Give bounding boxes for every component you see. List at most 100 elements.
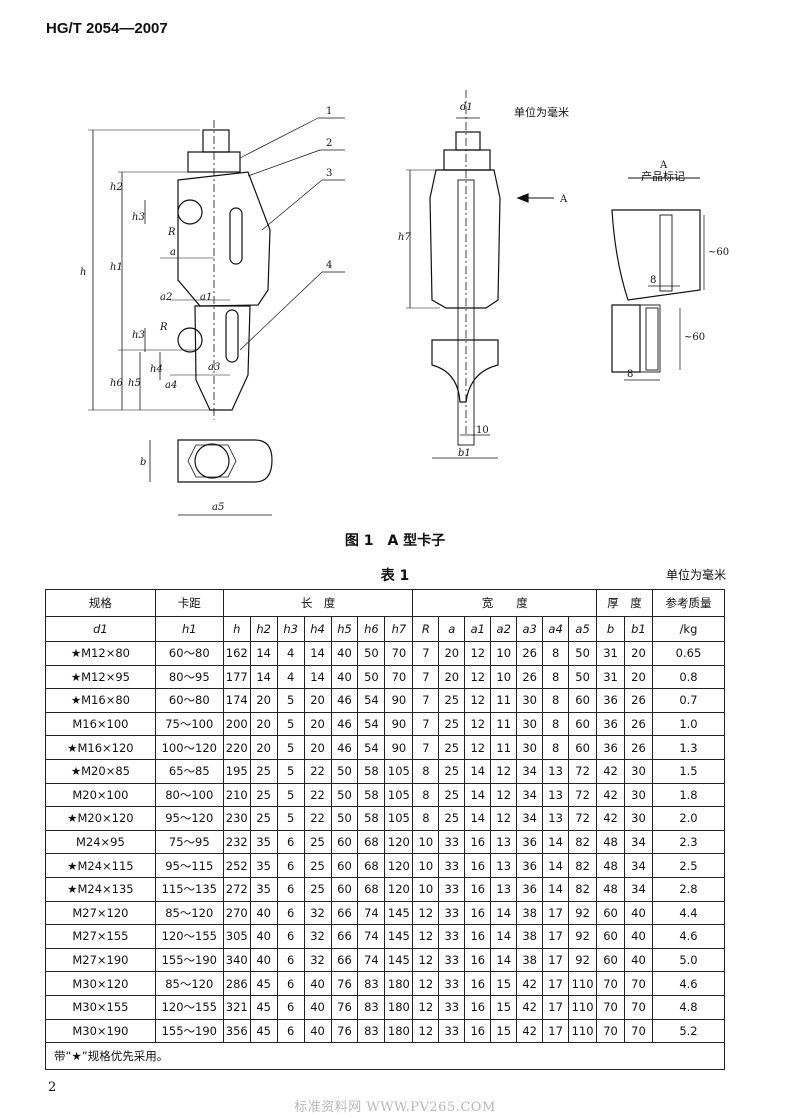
- table-cell: 10: [490, 664, 518, 690]
- table-cell: 5.0: [651, 947, 726, 973]
- table-cell: 74: [357, 900, 386, 926]
- table-cell: 50: [568, 664, 598, 690]
- table-cell: 16: [464, 876, 492, 902]
- table-cell: 13: [542, 806, 570, 831]
- table-cell: 95～120: [154, 806, 224, 831]
- table-cell: 14: [464, 758, 492, 784]
- product-mark-label: 产品标记: [641, 170, 685, 183]
- table-cell: 31: [596, 641, 626, 666]
- label-b: b: [140, 457, 146, 468]
- table-cell: 45: [249, 1018, 278, 1044]
- table-cell: 7: [412, 688, 440, 713]
- table-cell: 20: [303, 735, 332, 760]
- table-cell: 162: [222, 641, 251, 666]
- table-cell: 46: [330, 735, 359, 760]
- table-cell: 12: [412, 947, 440, 973]
- label-r-bottom: R: [159, 322, 168, 333]
- part-number-1: 1: [326, 106, 332, 117]
- table-cell: 6: [276, 994, 305, 1020]
- table-cell: 85～120: [154, 971, 224, 996]
- mark-slot-lower: [645, 307, 659, 371]
- table-cell: 6: [276, 876, 305, 902]
- table-cell: 13: [490, 876, 518, 902]
- label-h5: h5: [128, 378, 141, 389]
- arrow-a-label: A: [559, 194, 568, 205]
- table-cell: 66: [330, 900, 359, 926]
- table-cell: 46: [330, 688, 359, 713]
- table-cell: 76: [330, 1018, 359, 1044]
- table-cell: 40: [624, 900, 653, 926]
- table-cell: 14: [490, 900, 518, 926]
- table-cell: 11: [490, 711, 518, 737]
- upper-slot: [229, 207, 243, 265]
- table-cell: 174: [222, 688, 251, 713]
- table-cell: M30×120: [45, 971, 156, 996]
- table-cell: 120: [384, 853, 414, 878]
- table-cell: 5: [276, 735, 305, 760]
- table-cell: 2.0: [651, 806, 726, 831]
- table-cell: 42: [516, 994, 544, 1020]
- table-cell: 30: [516, 711, 544, 737]
- sub-header-cell: a2: [490, 616, 518, 642]
- table-cell: 92: [568, 924, 598, 949]
- table-cell: 33: [438, 853, 466, 878]
- table-cell: 38: [516, 924, 544, 949]
- plan-view-shape: [177, 439, 273, 483]
- table-cell: 25: [249, 806, 278, 831]
- label-h3-bottom: h3: [132, 330, 145, 341]
- table-cell: 50: [357, 641, 386, 666]
- sub-header-cell: h: [222, 616, 251, 642]
- sub-header-cell: h1: [154, 616, 224, 642]
- table-cell: 26: [624, 735, 653, 760]
- table-cell: 11: [490, 735, 518, 760]
- table-cell: 0.7: [651, 688, 726, 713]
- table-cell: 7: [412, 664, 440, 690]
- view-a-lower: [611, 304, 641, 373]
- sub-header-cell: h2: [249, 616, 278, 642]
- table-cell: 232: [222, 829, 251, 855]
- table-cell: 5: [276, 806, 305, 831]
- table-cell: 5: [276, 758, 305, 784]
- table-cell: 40: [624, 947, 653, 973]
- table-cell: 72: [568, 782, 598, 808]
- figure-caption: 图 1 A 型卡子: [344, 533, 446, 549]
- table-cell: 33: [438, 971, 466, 996]
- table-cell: 120～155: [154, 924, 224, 949]
- label-a3: a3: [208, 362, 220, 373]
- table-cell: 4.6: [651, 924, 726, 949]
- table-cell: 25: [438, 711, 466, 737]
- table-cell: 80～100: [154, 782, 224, 808]
- table-cell: 13: [490, 853, 518, 878]
- table-cell: 25: [438, 758, 466, 784]
- table-cell: 70: [624, 971, 653, 996]
- table-cell: 72: [568, 806, 598, 831]
- table-cell: 76: [330, 994, 359, 1020]
- table-cell: 26: [516, 641, 544, 666]
- table-cell: 70: [596, 1018, 626, 1044]
- table-caption: 表 1: [380, 568, 410, 584]
- table-cell: 34: [516, 758, 544, 784]
- table-cell: 7: [412, 735, 440, 760]
- label-h7: h7: [398, 232, 411, 243]
- table-cell: 14: [542, 853, 570, 878]
- table-cell: 30: [624, 758, 653, 784]
- table-cell: 340: [222, 947, 251, 973]
- table-cell: 20: [303, 688, 332, 713]
- table-cell: 58: [357, 758, 386, 784]
- table-cell: 12: [412, 994, 440, 1020]
- table-cell: 200: [222, 711, 251, 737]
- table-cell: 32: [303, 924, 332, 949]
- table-cell: 6: [276, 853, 305, 878]
- table-cell: 50: [568, 641, 598, 666]
- table-cell: 30: [624, 782, 653, 808]
- table-cell: 40: [303, 994, 332, 1020]
- label-r-top: R: [167, 227, 176, 238]
- table-cell: 13: [542, 782, 570, 808]
- table-cell: 12: [464, 664, 492, 690]
- table-cell: 20: [438, 664, 466, 690]
- table-cell: 2.8: [651, 876, 726, 902]
- table-cell: 82: [568, 876, 598, 902]
- table-cell: 110: [568, 994, 598, 1020]
